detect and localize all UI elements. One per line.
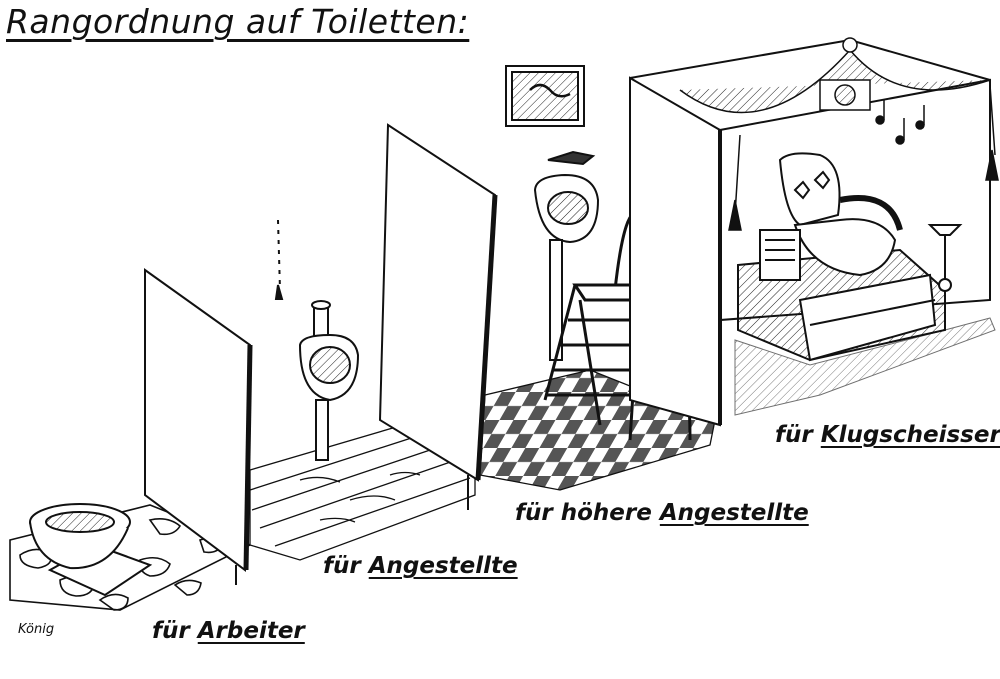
grass [734, 317, 996, 416]
page-title: Rangordnung auf Toiletten: [6, 2, 470, 41]
label-prefix: für [152, 618, 190, 644]
squat-toilet [29, 503, 153, 597]
label-word: Angestellte [368, 553, 518, 579]
label-prefix: für [323, 553, 361, 579]
music-speaker [819, 79, 925, 145]
partition-1 [144, 268, 253, 585]
wall-urinal [274, 219, 360, 461]
label-prefix: für [775, 422, 813, 448]
label-word: Klugscheisser [820, 422, 1000, 448]
label-klugscheisser: für Klugscheisser [775, 422, 1000, 448]
label-word: Angestellte [659, 500, 809, 526]
label-arbeiter: für Arbeiter [152, 618, 305, 644]
urinal-with-feather [533, 150, 600, 361]
label-hoehere-angestellte: für höhere Angestellte [515, 500, 809, 526]
label-word: Arbeiter [197, 618, 305, 644]
partition-2 [378, 123, 498, 510]
label-prefix: für höhere [515, 500, 652, 526]
artist-signature: König [18, 622, 55, 637]
throne-toilet [737, 152, 963, 362]
label-angestellte: für Angestellte [323, 553, 518, 579]
framed-picture [505, 65, 585, 127]
